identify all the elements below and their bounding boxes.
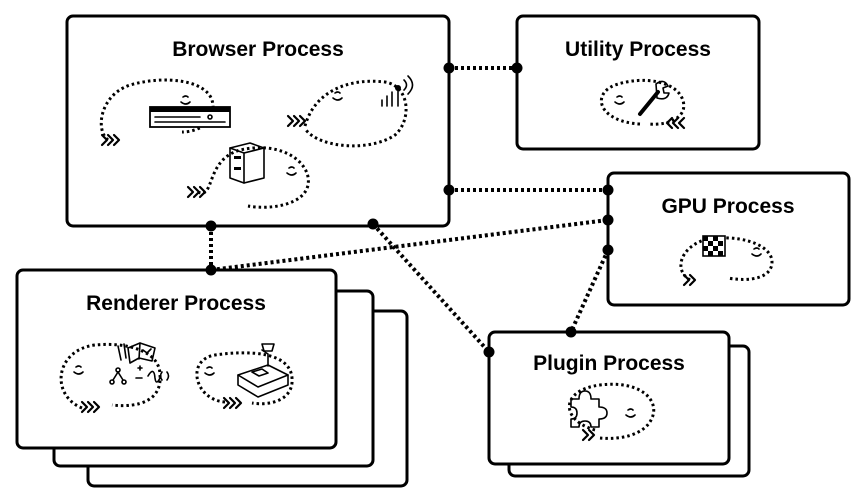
face-icon: [614, 95, 625, 105]
chevron-arrow-icon: [100, 133, 121, 147]
plugin-title: Plugin Process: [533, 352, 685, 375]
browser-thread-loop-3: [197, 146, 310, 209]
renderer-thread-loop-2: [195, 351, 294, 406]
browser-title: Browser Process: [172, 38, 344, 61]
face-icon: [625, 408, 636, 418]
desk-lamp-icon: [237, 343, 289, 398]
chevron-arrow-icon: [286, 114, 307, 128]
dot-gpu-bottom: [602, 244, 614, 256]
puzzle-piece-icon: [570, 390, 608, 428]
wrench-icon: [638, 80, 670, 116]
chevron-arrow-icon: [186, 185, 207, 199]
dot-browser-plugin-start: [367, 218, 379, 230]
dot-plugin-top: [565, 326, 577, 338]
file-cabinet-icon: [229, 142, 265, 184]
link-renderer-gpu: [210, 218, 609, 272]
grid-chip-icon: [702, 235, 726, 257]
face-icon: [332, 91, 343, 101]
face-icon: [73, 365, 84, 375]
utility-process: Utility Process: [515, 14, 761, 151]
connections: [209, 66, 610, 354]
dot-browser-renderer-start: [205, 220, 217, 232]
dot-renderer-top: [205, 264, 217, 276]
plugin-thread-loop: [567, 382, 656, 440]
gpu-thread-loop: [679, 236, 774, 282]
browser-thread-loop-2: [303, 79, 408, 148]
connection-dots: [205, 62, 614, 358]
dot-browser-utility-start: [443, 62, 455, 74]
renderer-process: Renderer Process: [15, 268, 409, 488]
gpu-title: GPU Process: [661, 195, 794, 218]
dot-gpu-middle: [602, 214, 614, 226]
dot-gpu-top: [602, 184, 614, 196]
renderer-title: Renderer Process: [86, 292, 266, 315]
link-browser-plugin: [371, 222, 491, 354]
face-icon: [751, 247, 762, 257]
browser-process: Browser Process: [65, 14, 451, 228]
book-code-icon: [109, 342, 170, 385]
antenna-icon: [381, 75, 414, 107]
browser-box: [65, 14, 451, 228]
gpu-process: GPU Process: [606, 171, 851, 307]
chevron-arrow-icon: [665, 116, 686, 130]
face-icon: [286, 166, 297, 176]
chassis-icon: [149, 106, 231, 128]
plugin-process: Plugin Process: [487, 330, 751, 478]
chevron-arrow-icon: [581, 428, 596, 442]
chevron-arrow-icon: [80, 400, 101, 414]
dot-browser-utility-end: [511, 62, 523, 74]
face-icon: [204, 366, 215, 376]
dot-plugin-left: [483, 346, 495, 358]
face-icon: [180, 95, 191, 105]
chevron-arrow-icon: [222, 396, 243, 410]
dot-browser-gpu-start: [443, 184, 455, 196]
plugin-box: [487, 330, 731, 466]
chevron-arrow-icon: [682, 273, 697, 287]
utility-box: [515, 14, 761, 151]
utility-title: Utility Process: [565, 38, 711, 61]
link-plugin-gpu: [569, 249, 610, 333]
